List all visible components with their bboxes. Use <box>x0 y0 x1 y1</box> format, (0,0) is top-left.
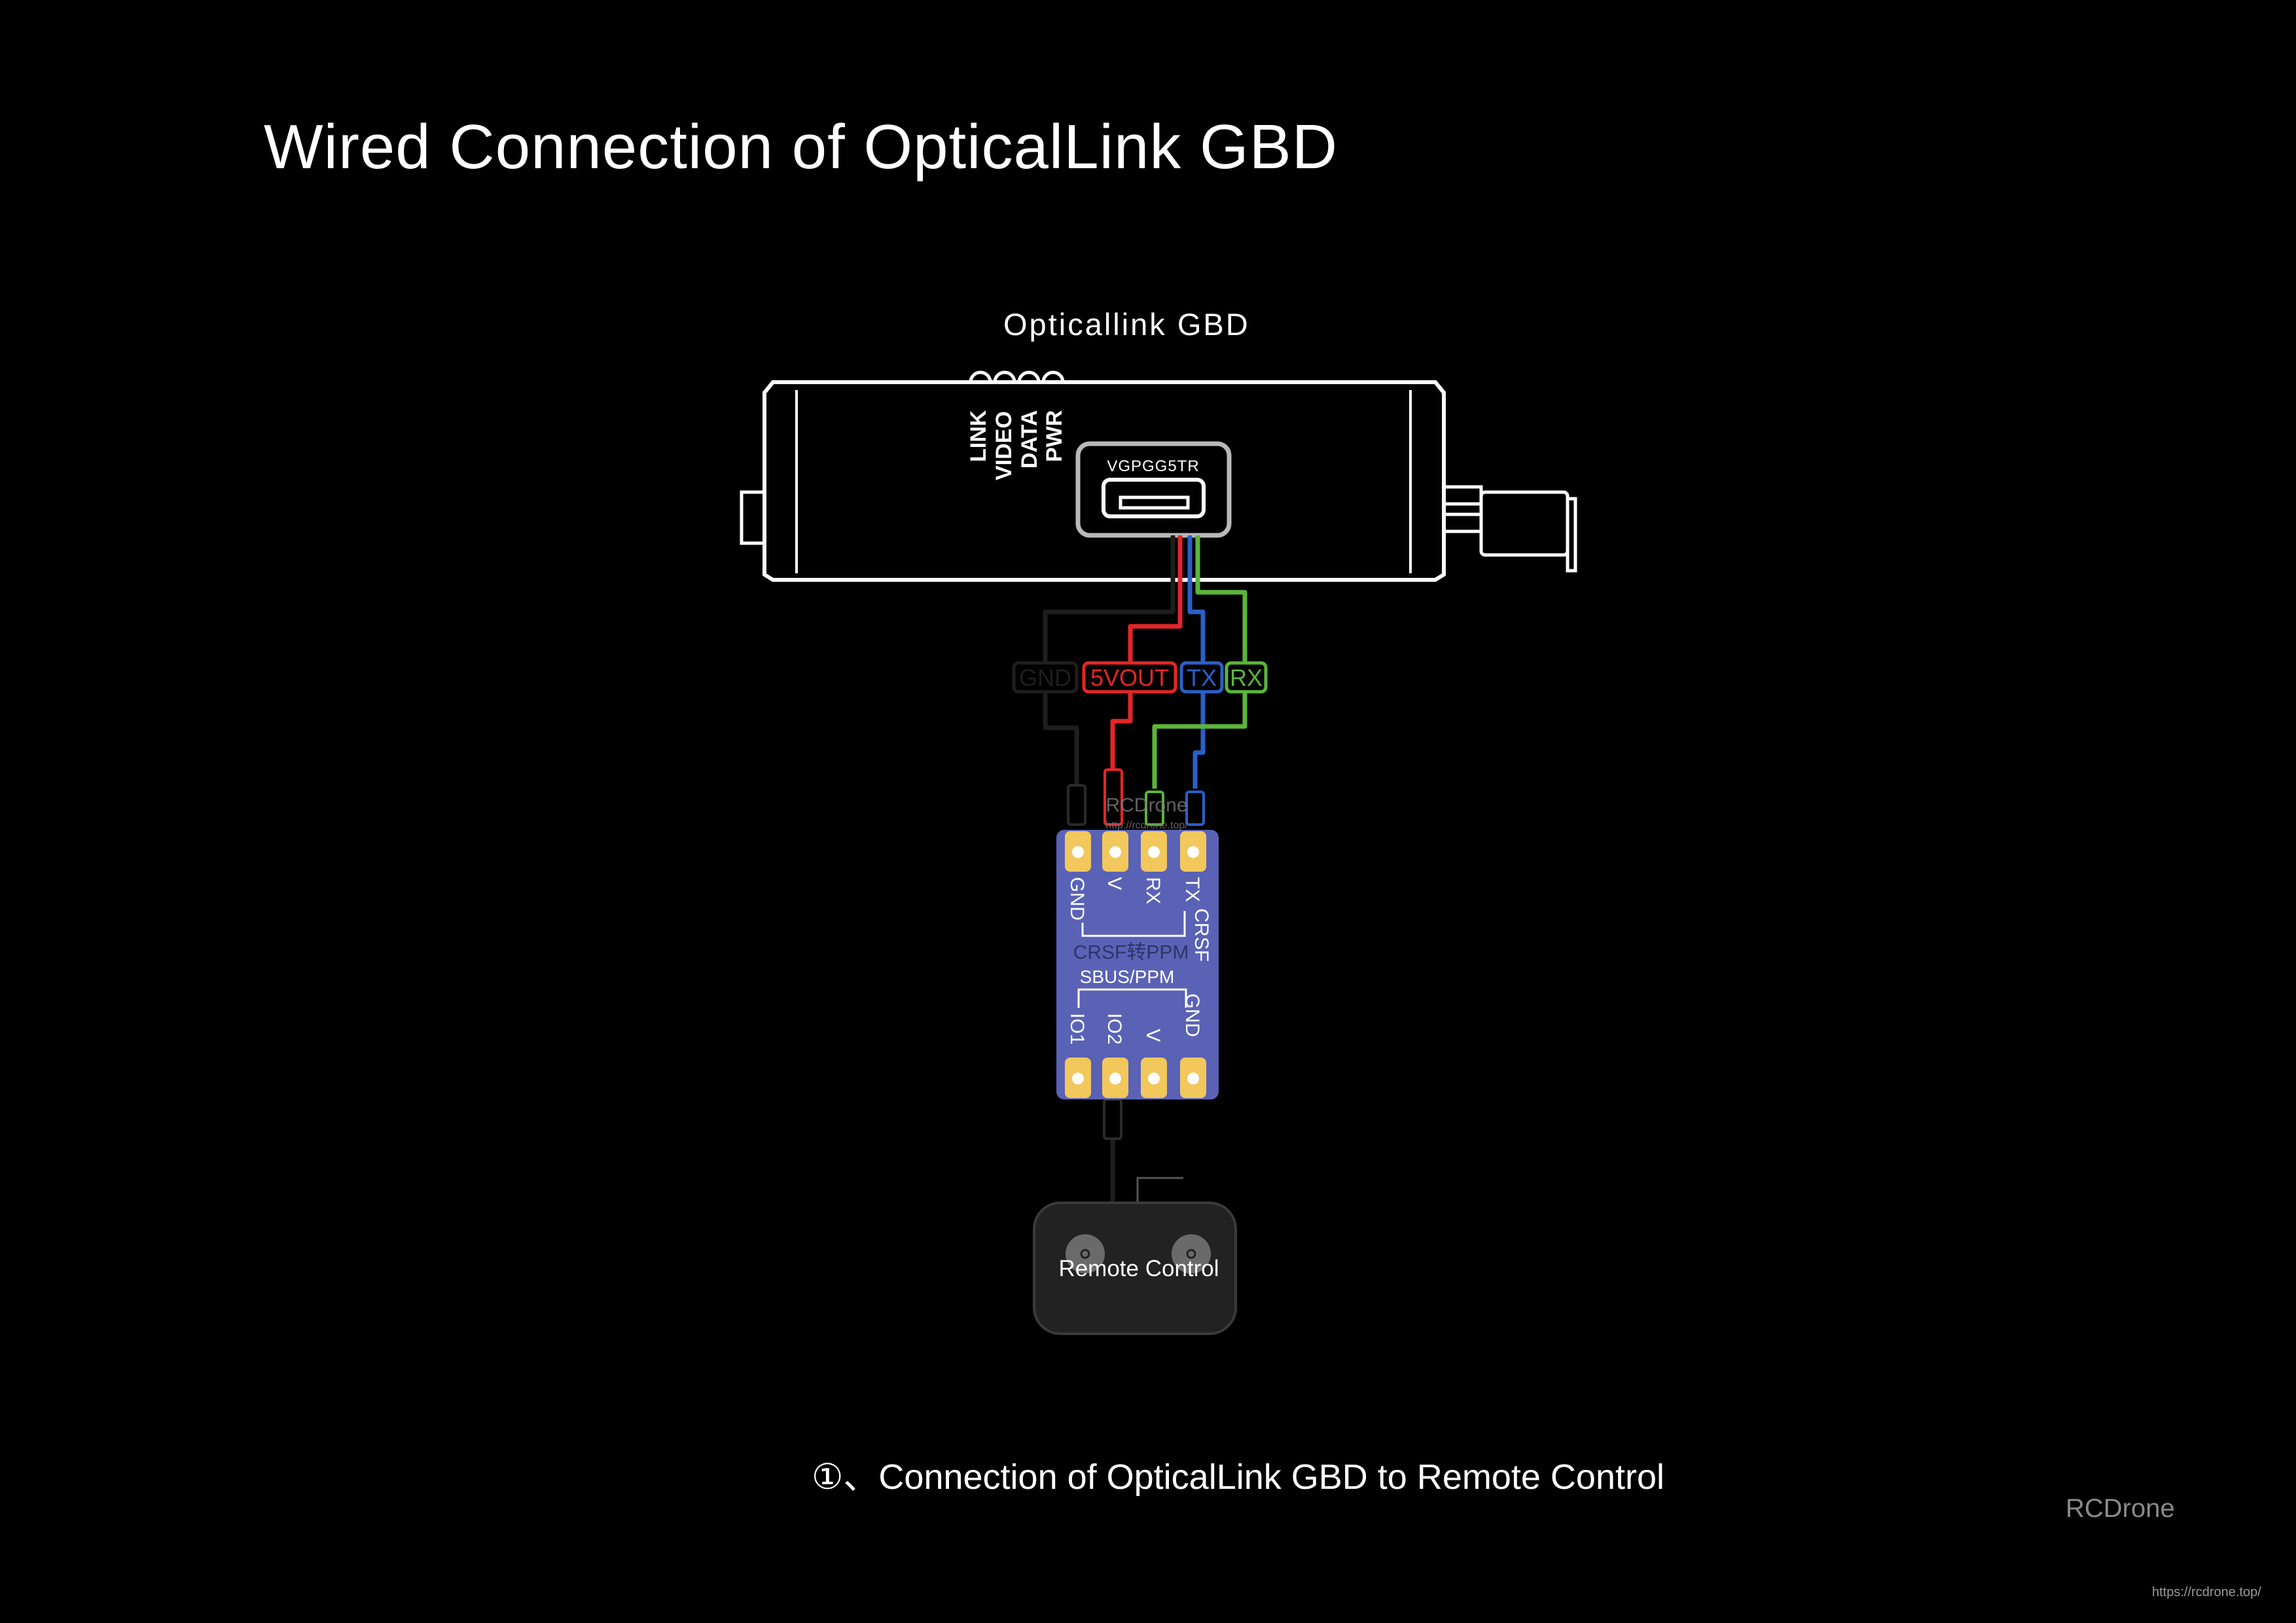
bottom-pads <box>1065 1058 1206 1098</box>
remote-label: Remote Control <box>1058 1256 1219 1281</box>
pin-io2: IO2 <box>1103 1013 1125 1044</box>
wire-5v <box>1110 535 1183 772</box>
wire-rx <box>1152 535 1247 789</box>
left-stick-icon <box>1066 1234 1105 1274</box>
pin-v-bottom: V <box>1142 1029 1164 1042</box>
led-labels: LINK VIDEO DATA PWR <box>966 410 1067 480</box>
label-tx: TX <box>1187 664 1217 691</box>
label-gnd: GND <box>1019 664 1071 691</box>
label-5vout: 5VOUT <box>1090 664 1169 691</box>
pin-gnd-top: GND <box>1066 877 1088 921</box>
led-label-link: LINK <box>966 410 991 462</box>
remote-antenna <box>1136 1177 1183 1204</box>
top-pads <box>1065 831 1206 872</box>
pin-io1: IO1 <box>1066 1013 1088 1044</box>
footer-brand: RCDrone <box>2066 1494 2175 1523</box>
led-label-data: DATA <box>1017 410 1042 469</box>
label-rx: RX <box>1230 664 1263 691</box>
page-title: Wired Connection of OpticalLink GBD <box>264 112 1338 182</box>
board-watermark: RCDrone <box>1105 794 1187 816</box>
pin-tags <box>1067 768 1205 1140</box>
pin-tx-top: TX <box>1181 877 1203 902</box>
pin-v-top: V <box>1103 877 1125 890</box>
right-stick-icon <box>1172 1234 1211 1274</box>
wire-labels: GND 5VOUT TX RX <box>1012 661 1268 694</box>
crsf-label: CRSF <box>1191 908 1212 962</box>
led-label-video: VIDEO <box>992 411 1016 480</box>
remote-control: Remote Control <box>1033 1202 1237 1335</box>
port-label: VGPGG5TR <box>1107 457 1199 475</box>
opticallink-device <box>740 370 1577 582</box>
sbus-ppm-label: SBUS/PPM <box>1080 967 1175 987</box>
device-title: Opticallink GBD <box>1003 307 1250 342</box>
crsf-converter-board: GND V RX TX CRSF CRSF转PPM SBUS/PPM IO1 I… <box>1056 794 1219 1099</box>
board-watermark-url: http://rcdrone.top/ <box>1105 820 1188 831</box>
converter-center-label: CRSF转PPM <box>1073 942 1189 963</box>
pin-gnd-bottom: GND <box>1181 993 1203 1037</box>
led-label-pwr: PWR <box>1042 410 1067 462</box>
pin-rx-top: RX <box>1142 877 1164 904</box>
footer-url: https://rcdrone.top/ <box>2152 1585 2261 1599</box>
caption: ①、Connection of OpticalLink GBD to Remot… <box>812 1457 1664 1497</box>
